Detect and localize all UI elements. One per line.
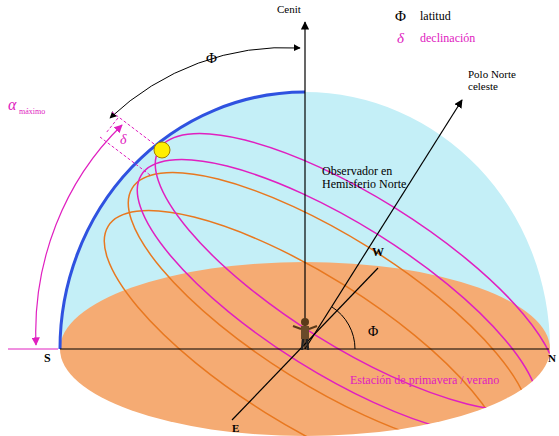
cardinal-point: W xyxy=(372,246,384,259)
zenith-axis xyxy=(304,22,305,349)
season-label: Estación de primavera / verano xyxy=(350,374,499,387)
latitude-angle xyxy=(332,307,355,349)
zenith-label: Cenit xyxy=(277,3,301,15)
declination-marks xyxy=(100,112,162,175)
legend-text: latitud xyxy=(420,10,451,23)
cardinal-point: S xyxy=(44,352,51,365)
angle-symbol: α xyxy=(8,96,16,114)
legend-text: declinación xyxy=(420,32,475,45)
angle-subscript: máximo xyxy=(19,108,45,117)
angle-symbol: Φ xyxy=(206,50,217,67)
pole-label: Polo Norte celeste xyxy=(468,68,548,92)
angle-symbol: δ xyxy=(120,132,127,147)
sun xyxy=(154,142,170,158)
diurnal-paths xyxy=(69,85,559,436)
legend-symbol: δ xyxy=(397,30,404,47)
observer-label: Observador en Hemisferio Norte xyxy=(322,165,432,191)
altitude-tick xyxy=(8,349,58,350)
angle-symbol: Φ xyxy=(368,324,378,339)
pole-axis xyxy=(305,100,462,349)
cardinal-point: N xyxy=(548,352,556,364)
latitude-arc xyxy=(110,48,300,118)
legend-symbol: Φ xyxy=(395,8,406,25)
altitude-arc xyxy=(36,125,122,345)
observer-figure xyxy=(293,318,317,350)
meridian-arc xyxy=(60,92,305,349)
cardinal-point: E xyxy=(232,422,239,434)
